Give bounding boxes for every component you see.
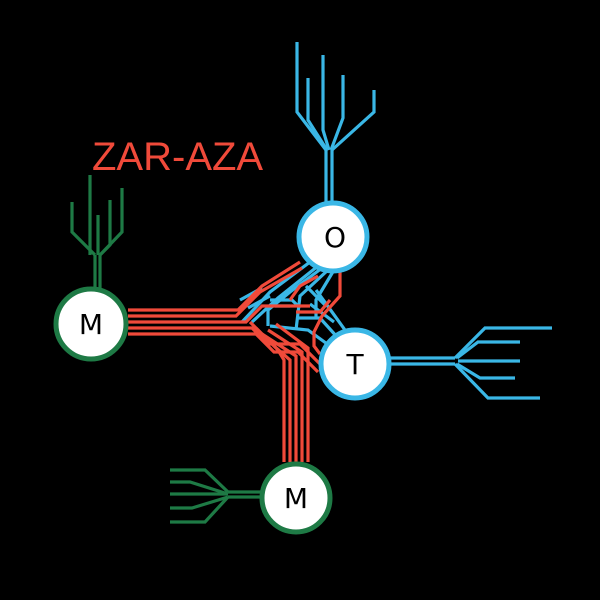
- node-left-m[interactable]: M: [53, 286, 129, 362]
- diagram-title: ZAR-AZA: [92, 135, 263, 179]
- red-vertical-bundle: [248, 320, 310, 462]
- node-right-t-label: T: [345, 348, 364, 381]
- left-green-tree: [70, 175, 124, 290]
- node-top-o[interactable]: O: [296, 200, 370, 274]
- node-top-o-label: O: [324, 221, 346, 254]
- node-bottom-m[interactable]: M: [259, 461, 333, 535]
- node-right-t[interactable]: T: [318, 327, 392, 401]
- top-blue-tree: [295, 42, 376, 205]
- red-left-bundle: [128, 260, 322, 374]
- node-bottom-m-label: M: [284, 482, 308, 515]
- bottom-green-tree: [170, 468, 262, 524]
- red-to-o-and-t: [288, 268, 342, 355]
- right-blue-tree: [390, 326, 552, 400]
- blue-interconnect: [239, 260, 347, 348]
- node-left-m-label: M: [79, 308, 103, 341]
